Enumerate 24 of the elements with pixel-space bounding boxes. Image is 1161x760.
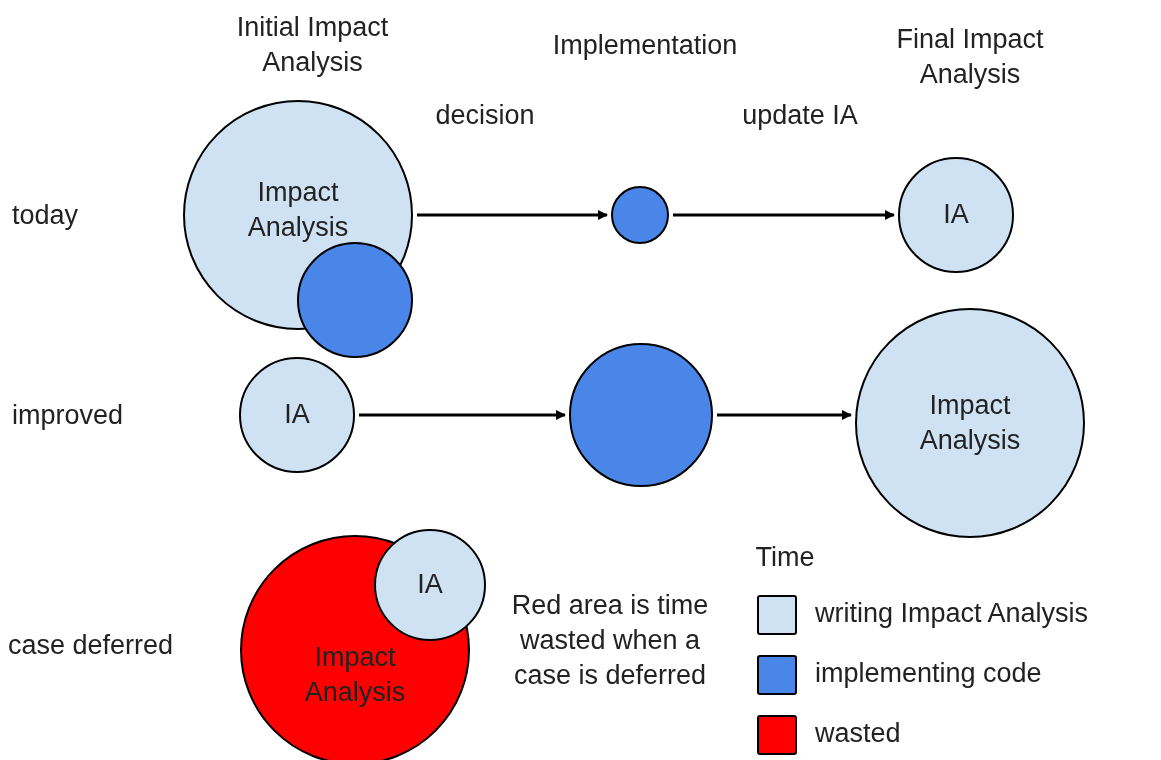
arrow (417, 210, 608, 220)
circle-label: Impact Analysis (918, 388, 1022, 457)
circle-label: IA (283, 398, 311, 432)
row-label: improved (12, 399, 124, 432)
circle-node (611, 186, 669, 244)
column-heading: Implementation (551, 29, 739, 62)
circle-label: IA (942, 198, 970, 232)
row-label: today (12, 199, 79, 232)
circle-label: Impact Analysis (303, 640, 407, 709)
legend-label: writing Impact Analysis (815, 597, 1089, 630)
legend-heading: Time (754, 541, 816, 574)
arrow (673, 210, 895, 220)
circle-label: IA (416, 568, 444, 602)
note-text: Red area is time wasted when a case is deferred (510, 589, 710, 693)
arrow (359, 410, 566, 420)
step-label: decision (434, 99, 536, 132)
step-label: update IA (741, 99, 859, 132)
legend-label: wasted (815, 717, 901, 750)
legend-label: implementing code (815, 657, 1042, 690)
row-label: case deferred (8, 629, 174, 662)
circle-label: Impact Analysis (246, 175, 350, 244)
arrow (717, 410, 852, 420)
column-heading: Initial Impact Analysis (235, 11, 390, 80)
column-heading: Final Impact Analysis (895, 23, 1045, 92)
